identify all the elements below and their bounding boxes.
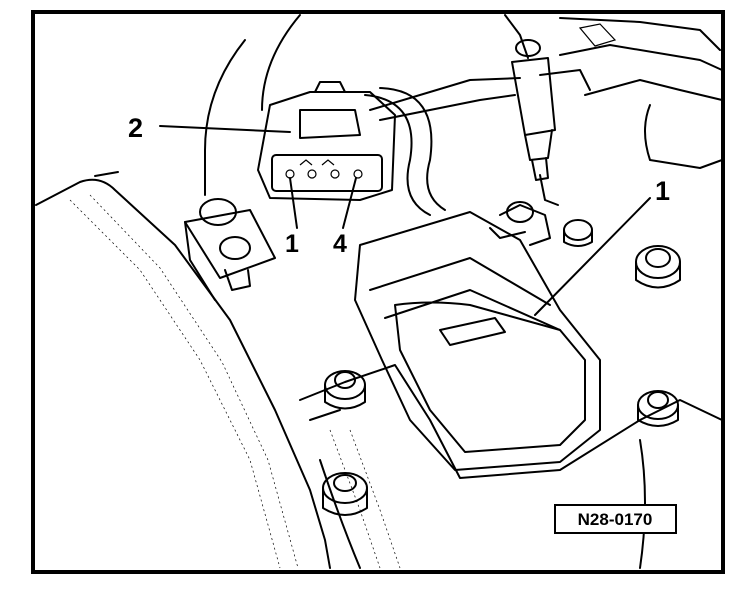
engine-cover-left [35, 171, 331, 569]
sensor-probe [511, 39, 559, 206]
leader-line-2 [159, 125, 291, 133]
leader-line-1 [534, 197, 651, 316]
bolt-center-left [324, 370, 366, 410]
wiring-harness [364, 69, 591, 216]
pin-label-4: 4 [333, 230, 347, 258]
cable-connector [257, 81, 396, 201]
bolt-right-lower [637, 390, 679, 427]
bolt-right-upper [635, 245, 681, 289]
background-hose [204, 14, 301, 196]
leader-line-pin-4 [342, 177, 357, 229]
bolts [322, 219, 681, 516]
top-right-parts [504, 14, 723, 169]
mounting-bracket [184, 198, 276, 301]
diagram-frame [31, 10, 725, 574]
leader-line-pin-1 [289, 177, 298, 229]
callout-label-1: 1 [655, 176, 670, 206]
bolt-lower-left [322, 472, 368, 516]
pin-label-1: 1 [285, 230, 299, 258]
component-housing [354, 201, 601, 471]
callout-label-2: 2 [128, 113, 143, 143]
bolt-small-right [563, 219, 593, 247]
reference-code-box: N28-0170 [554, 504, 677, 534]
leader-lines [159, 125, 651, 316]
reference-code: N28-0170 [578, 510, 653, 529]
